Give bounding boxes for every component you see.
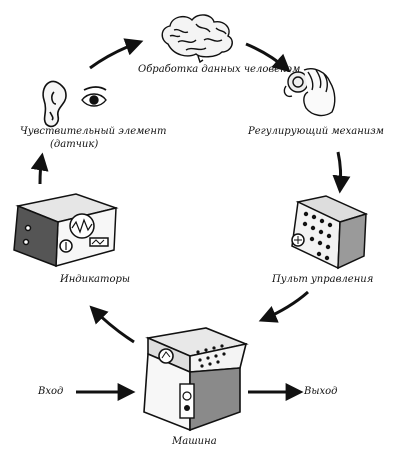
arrow-sensor-to-brain — [89, 38, 144, 70]
label-sensor-sub: (датчик) — [50, 139, 99, 150]
arrow-brain-to-hand — [245, 42, 291, 73]
control-panel-icon — [291, 195, 369, 270]
arrow-indicators-to-sensor — [30, 152, 49, 185]
label-machine: Машина — [172, 436, 217, 447]
label-control-mechanism: Регулирующий механизм — [248, 126, 384, 137]
label-output: Выход — [304, 386, 338, 397]
label-control-panel: Пульт управления — [272, 274, 374, 285]
label-sensor: Чувствительный элемент — [20, 126, 167, 137]
brain-icon — [161, 14, 233, 64]
indicators-box-icon — [13, 193, 119, 268]
hand-on-knob-icon — [283, 68, 336, 117]
machine-icon — [143, 327, 249, 432]
arrow-hand-to-panel — [332, 151, 351, 194]
label-human-processing: Обработка данных человеком — [138, 64, 301, 75]
arrow-panel-to-machine — [258, 290, 309, 323]
label-indicators: Индикаторы — [60, 274, 131, 285]
ear-icon — [42, 80, 67, 128]
arrow-machine-to-indicators — [89, 305, 135, 344]
eye-icon — [81, 86, 107, 107]
label-input: Вход — [38, 386, 64, 397]
